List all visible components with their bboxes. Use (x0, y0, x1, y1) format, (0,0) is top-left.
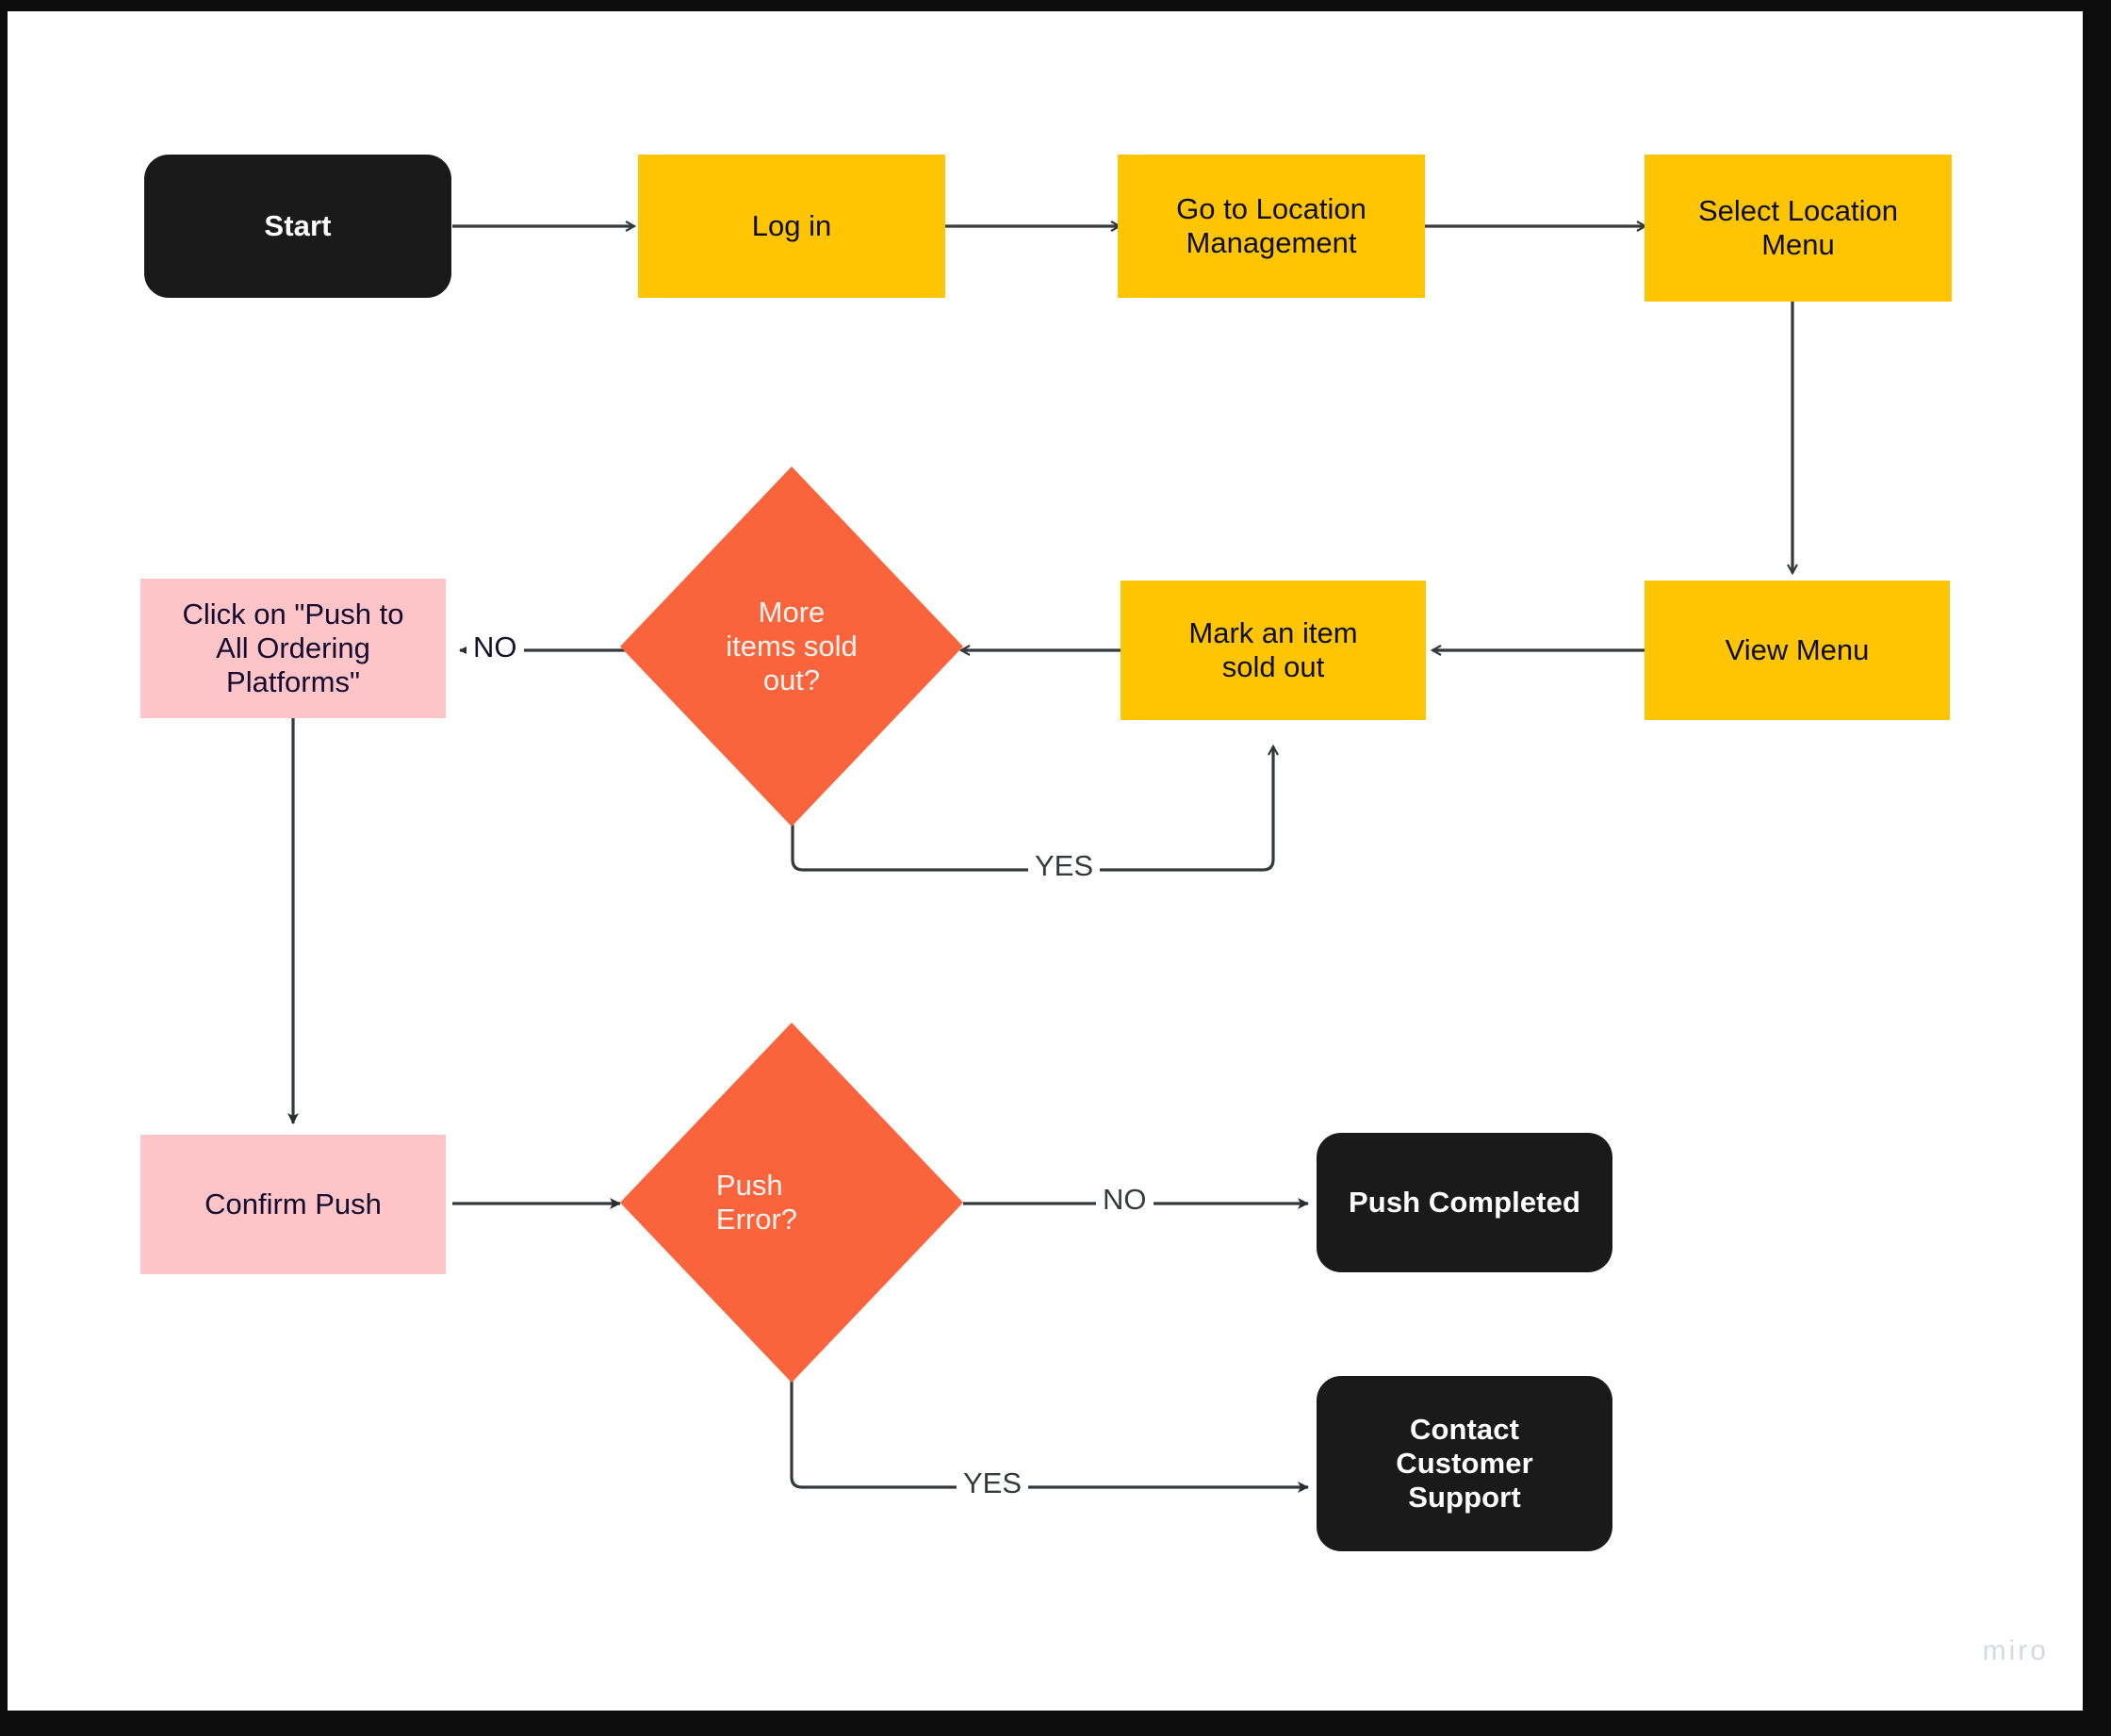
node-go-to-location-management[interactable]: Go to Location Management (1118, 155, 1425, 298)
edge-label-yes-more-items: YES (1028, 851, 1101, 880)
node-confirm-push[interactable]: Confirm Push (140, 1135, 446, 1274)
miro-watermark: miro (1982, 1635, 2049, 1666)
node-push-completed-label: Push Completed (1349, 1185, 1580, 1219)
node-contact-customer-support-label: Contact Customer Support (1396, 1412, 1533, 1515)
node-mark-an-item-sold-out[interactable]: Mark an item sold out (1121, 581, 1426, 720)
node-click-push-to-all-ordering-platforms[interactable]: Click on "Push to All Ordering Platforms… (140, 579, 446, 718)
node-log-in[interactable]: Log in (638, 155, 945, 298)
edge-pusherror-yes-contactsupport (790, 1378, 1309, 1493)
node-push-completed[interactable]: Push Completed (1317, 1133, 1612, 1272)
node-mark-an-item-sold-out-label: Mark an item sold out (1188, 615, 1358, 683)
node-confirm-push-label: Confirm Push (205, 1187, 382, 1220)
edge-label-no-push-error: NO (1096, 1185, 1154, 1214)
node-click-push-label: Click on "Push to All Ordering Platforms… (182, 597, 404, 699)
node-more-items-sold-out-label: More items sold out? (726, 595, 858, 697)
flowchart-canvas[interactable]: Start Log in Go to Location Management S… (8, 11, 2083, 1711)
node-select-location-menu[interactable]: Select Location Menu (1645, 155, 1952, 302)
node-select-location-menu-label: Select Location Menu (1698, 193, 1898, 261)
node-log-in-label: Log in (751, 208, 832, 242)
node-go-to-location-management-label: Go to Location Management (1176, 191, 1366, 259)
node-push-error-decision[interactable]: Push Error? (620, 1023, 963, 1383)
edge-label-yes-push-error: YES (957, 1468, 1029, 1498)
node-view-menu-label: View Menu (1725, 632, 1870, 666)
node-start[interactable]: Start (144, 155, 451, 298)
node-start-label: Start (264, 208, 332, 242)
edge-label-no-more-items: NO (466, 632, 524, 662)
node-contact-customer-support[interactable]: Contact Customer Support (1317, 1376, 1612, 1551)
node-more-items-sold-out-decision[interactable]: More items sold out? (620, 467, 963, 827)
node-push-error-label: Push Error? (715, 1168, 798, 1236)
node-view-menu[interactable]: View Menu (1645, 581, 1950, 720)
